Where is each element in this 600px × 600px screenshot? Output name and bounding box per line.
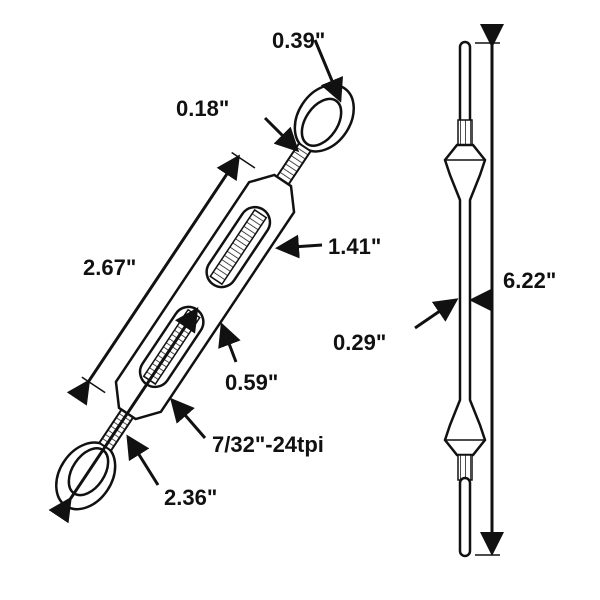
label-shank-diameter: 0.18" xyxy=(176,96,229,121)
label-thread: 7/32"-24tpi xyxy=(212,432,324,457)
label-eye-inner: 0.39" xyxy=(272,28,325,53)
label-body-gap: 0.59" xyxy=(225,370,278,395)
label-overall-length: 6.22" xyxy=(503,268,556,293)
label-rod-diameter: 0.29" xyxy=(333,330,386,355)
label-body-length: 2.67" xyxy=(83,255,136,280)
label-eye-to-body: 2.36" xyxy=(164,485,217,510)
label-slot-length: 1.41" xyxy=(328,234,381,259)
turnbuckle-side-view xyxy=(414,24,504,558)
turnbuckle-angled-view xyxy=(48,83,355,524)
